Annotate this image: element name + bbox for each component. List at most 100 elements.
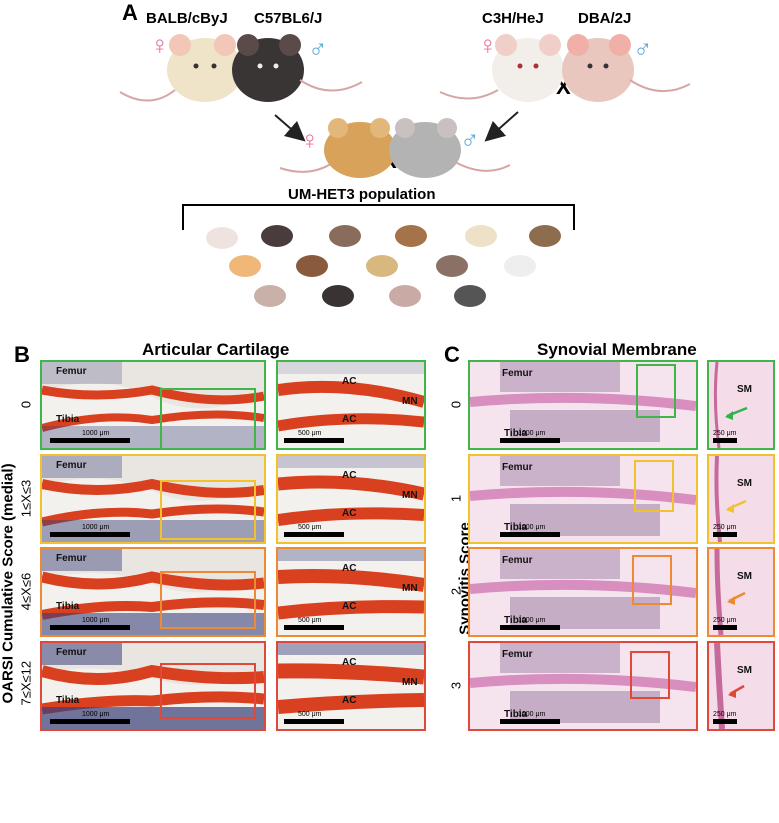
scale-label: 1000 μm [518, 711, 546, 718]
scale-bar [713, 625, 737, 630]
sm-label: SM [737, 384, 752, 395]
scale-label: 250 μm [713, 711, 737, 718]
mouse-balb-icon [119, 34, 243, 102]
male-symbol-icon: ♂ [460, 125, 480, 155]
panel-c-row-label: 2 [448, 587, 464, 596]
scale-bar [713, 438, 737, 443]
ac-label: AC [342, 414, 357, 425]
strain-c57-label: C57BL6/J [254, 10, 323, 27]
femur-label: Femur [502, 555, 533, 566]
zoom-region-box [634, 460, 674, 512]
sm-label: SM [737, 478, 752, 489]
scale-bar [50, 719, 130, 724]
scale-label: 1000 μm [82, 430, 110, 437]
zoom-region-box [632, 555, 672, 605]
mouse-population-icons [206, 225, 561, 307]
male-symbol-icon: ♂ [633, 34, 653, 64]
scale-bar [500, 719, 560, 724]
scale-bar [284, 625, 344, 630]
male-symbol-icon: ♂ [308, 34, 328, 64]
zoom-region-box [636, 364, 676, 418]
panel-a-letter: A [122, 0, 138, 25]
panel-b-row-label: 1≤X≤3 [18, 479, 34, 518]
femur-label: Femur [502, 368, 533, 379]
panel-c-row-label: 1 [448, 494, 464, 503]
sm-label: SM [737, 665, 752, 676]
scale-bar [284, 532, 344, 537]
breeding-scheme-illustration [119, 34, 691, 307]
femur-label: Femur [56, 366, 87, 377]
synovium-section [470, 643, 696, 723]
zoom-region-box [160, 388, 256, 448]
femur-label: Femur [56, 460, 87, 471]
mouse-f1-female-icon [279, 118, 396, 178]
synovium-section [470, 362, 696, 442]
ac-label: AC [342, 470, 357, 481]
scale-label: 250 μm [713, 524, 737, 531]
tibia-label: Tibia [504, 615, 528, 626]
scale-label: 500 μm [298, 524, 322, 531]
panel-c-row-label: 0 [448, 400, 464, 409]
tibia-label: Tibia [504, 428, 528, 439]
ac-label: AC [342, 508, 357, 519]
scale-bar [50, 438, 130, 443]
panel-b-row-label: 7≤X≤12 [18, 660, 34, 706]
scale-bar [500, 532, 560, 537]
panel-c-row-label: 3 [448, 681, 464, 690]
cartilage-zoom-section [278, 549, 424, 620]
zoom-region-box [160, 480, 256, 540]
zoom-region-box [160, 663, 256, 719]
scale-bar [284, 438, 344, 443]
mn-label: MN [402, 583, 418, 594]
cartilage-zoom-section [278, 456, 424, 526]
scale-bar [50, 625, 130, 630]
panel-b-axis-title: OARSI Cumulative Score (medial) [0, 463, 17, 704]
scale-label: 1000 μm [518, 524, 546, 531]
mn-label: MN [402, 490, 418, 501]
zoom-region-box [630, 651, 670, 699]
mouse-c3h-icon [439, 34, 564, 102]
femur-label: Femur [502, 649, 533, 660]
panel-b-zoom-image: AC AC MN 500 μm [276, 454, 426, 544]
scale-bar [500, 625, 560, 630]
scale-label: 1000 μm [82, 711, 110, 718]
panel-c-zoom-image: SM 250 μm [707, 641, 775, 731]
cartilage-section [42, 643, 264, 729]
panel-c-letter: C [444, 342, 460, 367]
scale-label: 1000 μm [518, 430, 546, 437]
scale-bar [284, 719, 344, 724]
panel-c-title: Synovial Membrane [537, 340, 697, 359]
sm-label: SM [737, 571, 752, 582]
scale-bar [713, 532, 737, 537]
strain-balb-label: BALB/cByJ [146, 10, 228, 27]
scale-bar [500, 438, 560, 443]
mouse-f1-male-icon [389, 118, 511, 178]
femur-label: Femur [56, 647, 87, 658]
scale-label: 250 μm [713, 617, 737, 624]
panel-b-row-label: 0 [18, 400, 34, 409]
cartilage-section [42, 456, 264, 542]
scale-bar [713, 719, 737, 724]
femur-label: Femur [502, 462, 533, 473]
femur-label: Femur [56, 553, 87, 564]
mouse-dba-icon [562, 34, 691, 102]
ac-label: AC [342, 376, 357, 387]
panel-c-zoom-image: SM 250 μm [707, 454, 775, 544]
tibia-label: Tibia [56, 695, 80, 706]
tibia-label: Tibia [504, 522, 528, 533]
cartilage-zoom-section [278, 362, 424, 432]
tibia-label: Tibia [56, 601, 80, 612]
scale-label: 250 μm [713, 430, 737, 437]
scale-label: 500 μm [298, 711, 322, 718]
strain-dba-label: DBA/2J [578, 10, 632, 27]
mn-label: MN [402, 677, 418, 688]
panel-c-zoom-image: SM 250 μm [707, 360, 775, 450]
